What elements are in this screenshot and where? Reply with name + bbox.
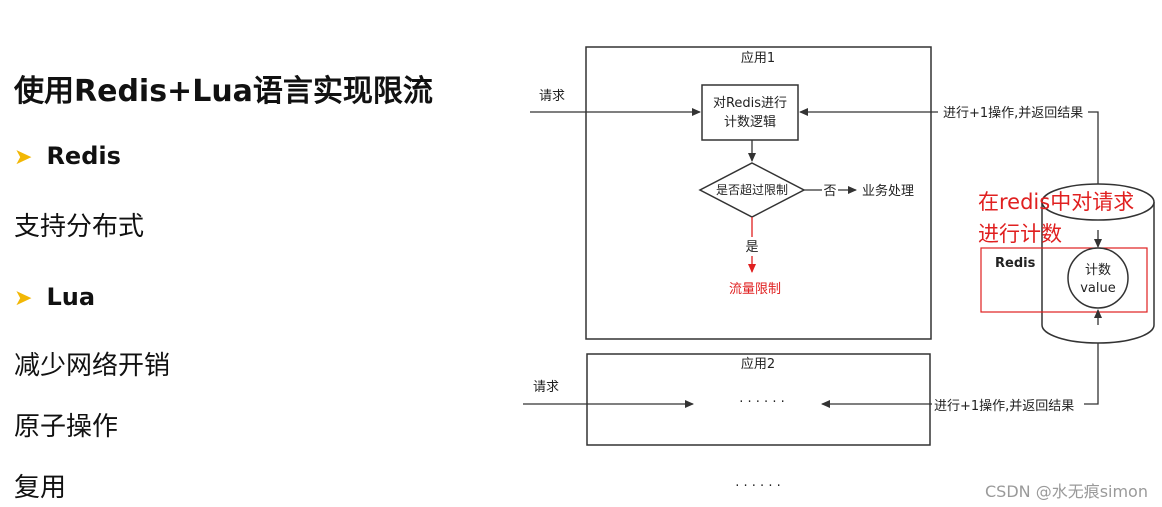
app1-request-label: 请求 xyxy=(539,89,565,104)
count-logic-line1: 对Redis进行 xyxy=(713,96,787,111)
counter-line1: 计数 xyxy=(1085,263,1111,278)
app2-label: 应用2 xyxy=(741,356,775,372)
no-label: 否 xyxy=(823,184,836,199)
limited-label: 流量限制 xyxy=(729,282,781,297)
app1-label: 应用1 xyxy=(741,50,775,66)
count-logic-box xyxy=(701,84,799,141)
decision-label: 是否超过限制 xyxy=(716,182,788,197)
arrow-bullet-icon: ➤ xyxy=(14,145,33,170)
label-bg xyxy=(938,103,1088,121)
counter-line2: value xyxy=(1080,281,1116,296)
label-bg xyxy=(932,396,1084,414)
bullet-desc: 原子操作 xyxy=(14,412,119,442)
bottom-ellipsis: · · · · · · xyxy=(735,479,780,494)
redis-cylinder-top xyxy=(1041,183,1155,221)
redis-annotation-line1: 在redis中对请求 xyxy=(978,190,1134,214)
app2-box xyxy=(586,353,931,446)
count-logic-line2: 计数逻辑 xyxy=(724,115,776,130)
counter-circle xyxy=(1067,247,1129,309)
redis-annotation-line2: 进行计数 xyxy=(978,222,1062,246)
bullet-lua: ➤ Lua xyxy=(14,283,95,311)
redis-label: Redis xyxy=(995,256,1036,271)
app2-ellipsis: · · · · · · xyxy=(739,395,784,410)
bullet-label: Lua xyxy=(46,283,96,311)
left-panel: 使用Redis+Lua语言实现限流 ➤ Redis 支持分布式 ➤ Lua 减少网络… xyxy=(0,0,480,507)
app1-box xyxy=(585,46,932,340)
bullet-desc: 复用 xyxy=(14,473,67,503)
watermark: CSDN @水无痕simon xyxy=(984,482,1148,501)
app2-request-label: 请求 xyxy=(533,380,559,395)
bullet-desc: 支持分布式 xyxy=(14,212,145,242)
page-title: 使用Redis+Lua语言实现限流 xyxy=(14,74,433,109)
arrow-bullet-icon: ➤ xyxy=(14,286,33,311)
business-label: 业务处理 xyxy=(862,183,914,199)
app2-redis-op-label: 进行+1操作,并返回结果 xyxy=(934,398,1074,414)
bullet-redis: ➤ Redis xyxy=(14,142,121,170)
redis-highlight-box xyxy=(980,247,1148,313)
app1-redis-op-label: 进行+1操作,并返回结果 xyxy=(943,105,1083,121)
bullet-label: Redis xyxy=(46,142,121,170)
bullet-desc: 减少网络开销 xyxy=(14,351,171,381)
yes-label: 是 xyxy=(745,240,758,255)
